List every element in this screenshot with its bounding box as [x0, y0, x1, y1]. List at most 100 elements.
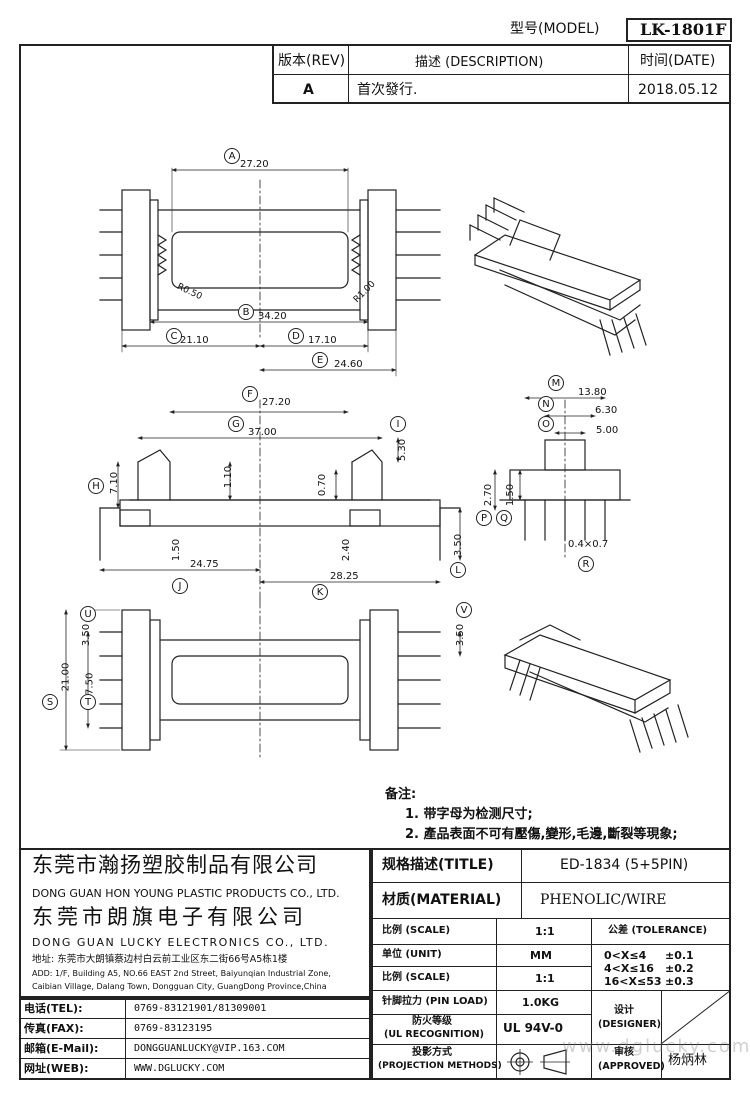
projection-symbol-icon [507, 1049, 570, 1075]
dim-marker-s: S [42, 694, 58, 710]
dim-marker-h: H [88, 478, 104, 494]
address-en-2: Caibian Village, Dalang Town, Dongguan C… [32, 982, 327, 991]
dim-marker-f: F [242, 386, 258, 402]
dim-h: 7.10 [109, 471, 121, 495]
dim-350: 3.50 [453, 533, 465, 557]
fax-label: 传真(FAX): [24, 1022, 84, 1035]
dim-a: 27.20 [240, 159, 269, 170]
dim-marker-o: O [538, 416, 554, 432]
dim-marker-r: R [578, 556, 594, 572]
projection-label-cn: 投影方式 [412, 1047, 452, 1058]
scale2-label: 比例 (SCALE) [382, 972, 451, 983]
title-label: 规格描述(TITLE) [382, 857, 494, 873]
pin-load-label: 针脚拉力 (PIN LOAD) [382, 996, 488, 1007]
approved-label-en: (APPROVED) [598, 1061, 665, 1072]
technical-drawing [59, 167, 689, 761]
dim-240: 2.40 [341, 538, 353, 562]
dim-q: 1.50 [505, 483, 517, 507]
dim-110: 1.10 [223, 465, 235, 489]
ul-label-en: (UL RECOGNITION) [384, 1029, 484, 1040]
dim-j: 24.75 [190, 559, 219, 570]
model-label: 型号(MODEL) [510, 21, 600, 37]
dim-o: 5.00 [596, 425, 619, 436]
tel-value: 0769-83121901/81309001 [134, 1003, 267, 1014]
dim-s: 21.00 [60, 662, 72, 692]
dim-marker-c: C [166, 328, 182, 344]
designer-slash [661, 990, 731, 1044]
scale2-value: 1:1 [535, 972, 555, 985]
dim-v: 3.50 [455, 623, 467, 647]
scale-label: 比例 (SCALE) [382, 925, 451, 936]
material-label: 材质(MATERIAL) [382, 892, 502, 908]
dim-marker-l: L [450, 562, 466, 578]
company-name-2-en: DONG GUAN LUCKY ELECTRONICS CO., LTD. [32, 936, 330, 949]
watermark: www.dglucky.com [562, 1036, 750, 1057]
spec-block [371, 848, 731, 1080]
fax-value: 0769-83123195 [134, 1023, 213, 1034]
tol-value-2: ±0.2 [665, 962, 694, 975]
dim-marker-m: M [548, 375, 564, 391]
notes-title: 备注: [385, 787, 417, 802]
company-name-1: 东莞市瀚扬塑胶制品有限公司 [32, 853, 318, 877]
tol-range-2: 4<X≤16 [604, 962, 654, 975]
dim-marker-d: D [288, 328, 304, 344]
iso-view-top [469, 197, 647, 356]
dim-marker-v: V [456, 602, 472, 618]
model-value: LK-1801F [640, 20, 727, 39]
dim-b: 34.20 [258, 311, 287, 322]
date-header: 时间(DATE) [640, 53, 716, 69]
ul-value: UL 94V-0 [503, 1021, 564, 1035]
projection-label-en: (PROJECTION METHODS) [378, 1061, 502, 1071]
dim-i: 5.30 [397, 438, 409, 462]
dim-marker-g: G [228, 416, 244, 432]
pin-load-value: 1.0KG [522, 996, 560, 1009]
dim-marker-t: T [80, 694, 96, 710]
desc-header: 描述 (DESCRIPTION) [415, 55, 544, 70]
dim-marker-u: U [80, 606, 96, 622]
rev-header: 版本(REV) [278, 53, 346, 69]
dim-m: 13.80 [578, 387, 607, 398]
unit-value: MM [530, 949, 552, 962]
dim-marker-a: A [224, 148, 240, 164]
date-value: 2018.05.12 [638, 82, 719, 98]
tol-range-3: 16<X≤53 [604, 975, 662, 988]
note-2: 2. 產品表面不可有壓傷,變形,毛邊,斷裂等現象; [405, 827, 678, 842]
note-1: 1. 带字母为检测尺寸; [405, 807, 533, 822]
title-value: ED-1834 (5+5PIN) [560, 857, 689, 873]
address-en-1: ADD: 1/F, Building A5, NO.66 EAST 2nd St… [32, 969, 331, 978]
dim-070: 0.70 [317, 473, 329, 497]
dim-f: 27.20 [262, 397, 291, 408]
tel-label: 电话(TEL): [24, 1002, 83, 1015]
designer-label-en: (DESIGNER) [598, 1019, 661, 1030]
dim-p: 2.70 [483, 483, 495, 507]
dim-marker-b: B [238, 304, 254, 320]
tol-range-1: 0<X≤4 [604, 949, 647, 962]
dim-c: 21.10 [180, 335, 209, 346]
dim-d: 17.10 [308, 335, 337, 346]
top-view [99, 167, 441, 377]
dim-marker-p: P [476, 510, 492, 526]
address-cn: 地址: 东莞市大朗镇蔡边村白云前工业区东二街66号A5栋1楼 [32, 954, 288, 965]
dim-marker-k: K [312, 584, 328, 600]
dim-150: 1.50 [171, 538, 183, 562]
dim-marker-e: E [312, 352, 328, 368]
company-block [19, 848, 371, 998]
dim-marker-j: J [172, 578, 188, 594]
side-view [493, 396, 631, 561]
email-label: 邮箱(E-Mail): [24, 1042, 99, 1055]
material-value: PHENOLIC/WIRE [540, 892, 667, 908]
model-value-box [626, 18, 732, 42]
dim-n: 6.30 [595, 405, 618, 416]
scale-value: 1:1 [535, 925, 555, 938]
approved-label-cn: 审核 [614, 1047, 634, 1058]
tol-value-1: ±0.1 [665, 949, 694, 962]
rev-value: A [303, 82, 314, 98]
company-name-2: 东莞市朗旗电子有限公司 [32, 905, 307, 929]
designer-label-cn: 设计 [614, 1005, 634, 1016]
desc-value: 首次發行. [357, 82, 418, 98]
dim-k: 28.25 [330, 571, 359, 582]
email-value: DONGGUANLUCKY@VIP.163.COM [134, 1043, 285, 1054]
iso-view-bottom [503, 624, 689, 753]
approved-value: 杨炳林 [668, 1053, 708, 1068]
tolerance-label: 公差 (TOLERANCE) [608, 925, 708, 936]
